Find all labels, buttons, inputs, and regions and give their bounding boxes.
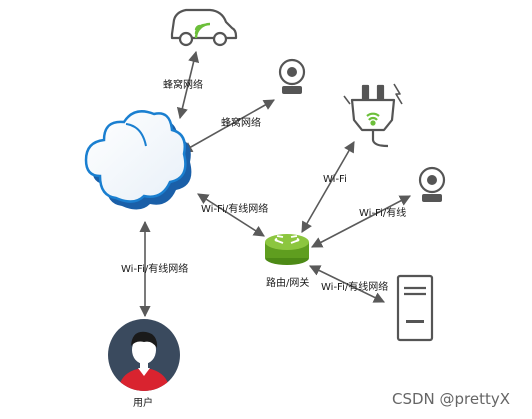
label-router-server: Wi-Fi/有线网络 — [321, 280, 388, 293]
label-cloud-router: Wi-Fi/有线网络 — [201, 202, 268, 215]
label-router-camera-right: Wi-Fi/有线 — [359, 206, 406, 219]
wifi-signal-icon — [366, 112, 380, 126]
car-icon — [170, 8, 238, 47]
link-router-server — [308, 265, 386, 303]
connections — [139, 50, 411, 318]
cloud-icon — [84, 110, 192, 210]
link-router-plug — [301, 141, 355, 233]
camera-right-icon — [418, 166, 446, 202]
router-label: 路由/网关 — [266, 276, 309, 289]
user-label: 用户 — [133, 396, 153, 409]
user-avatar-icon — [108, 319, 180, 391]
watermark: CSDN @prettyX — [392, 390, 510, 408]
label-router-plug: Wi-Fi — [323, 174, 347, 185]
link-router-camera-right — [311, 195, 411, 248]
camera-top-icon — [278, 58, 306, 94]
smart-plug-icon — [343, 83, 403, 148]
link-cloud-router — [197, 193, 265, 237]
label-cloud-user: Wi-Fi/有线网络 — [121, 262, 188, 275]
label-car-cellular: 蜂窝网络 — [163, 78, 203, 91]
router-gateway-icon — [265, 234, 309, 265]
wifi-signal-icon — [194, 22, 211, 39]
label-camera-top-cellular: 蜂窝网络 — [221, 116, 261, 129]
link-labels: 蜂窝网络 蜂窝网络 Wi-Fi/有线网络 Wi-Fi/有线网络 Wi-Fi Wi… — [121, 78, 406, 293]
server-icon — [396, 274, 434, 342]
link-camera-top-cloud — [181, 99, 275, 153]
